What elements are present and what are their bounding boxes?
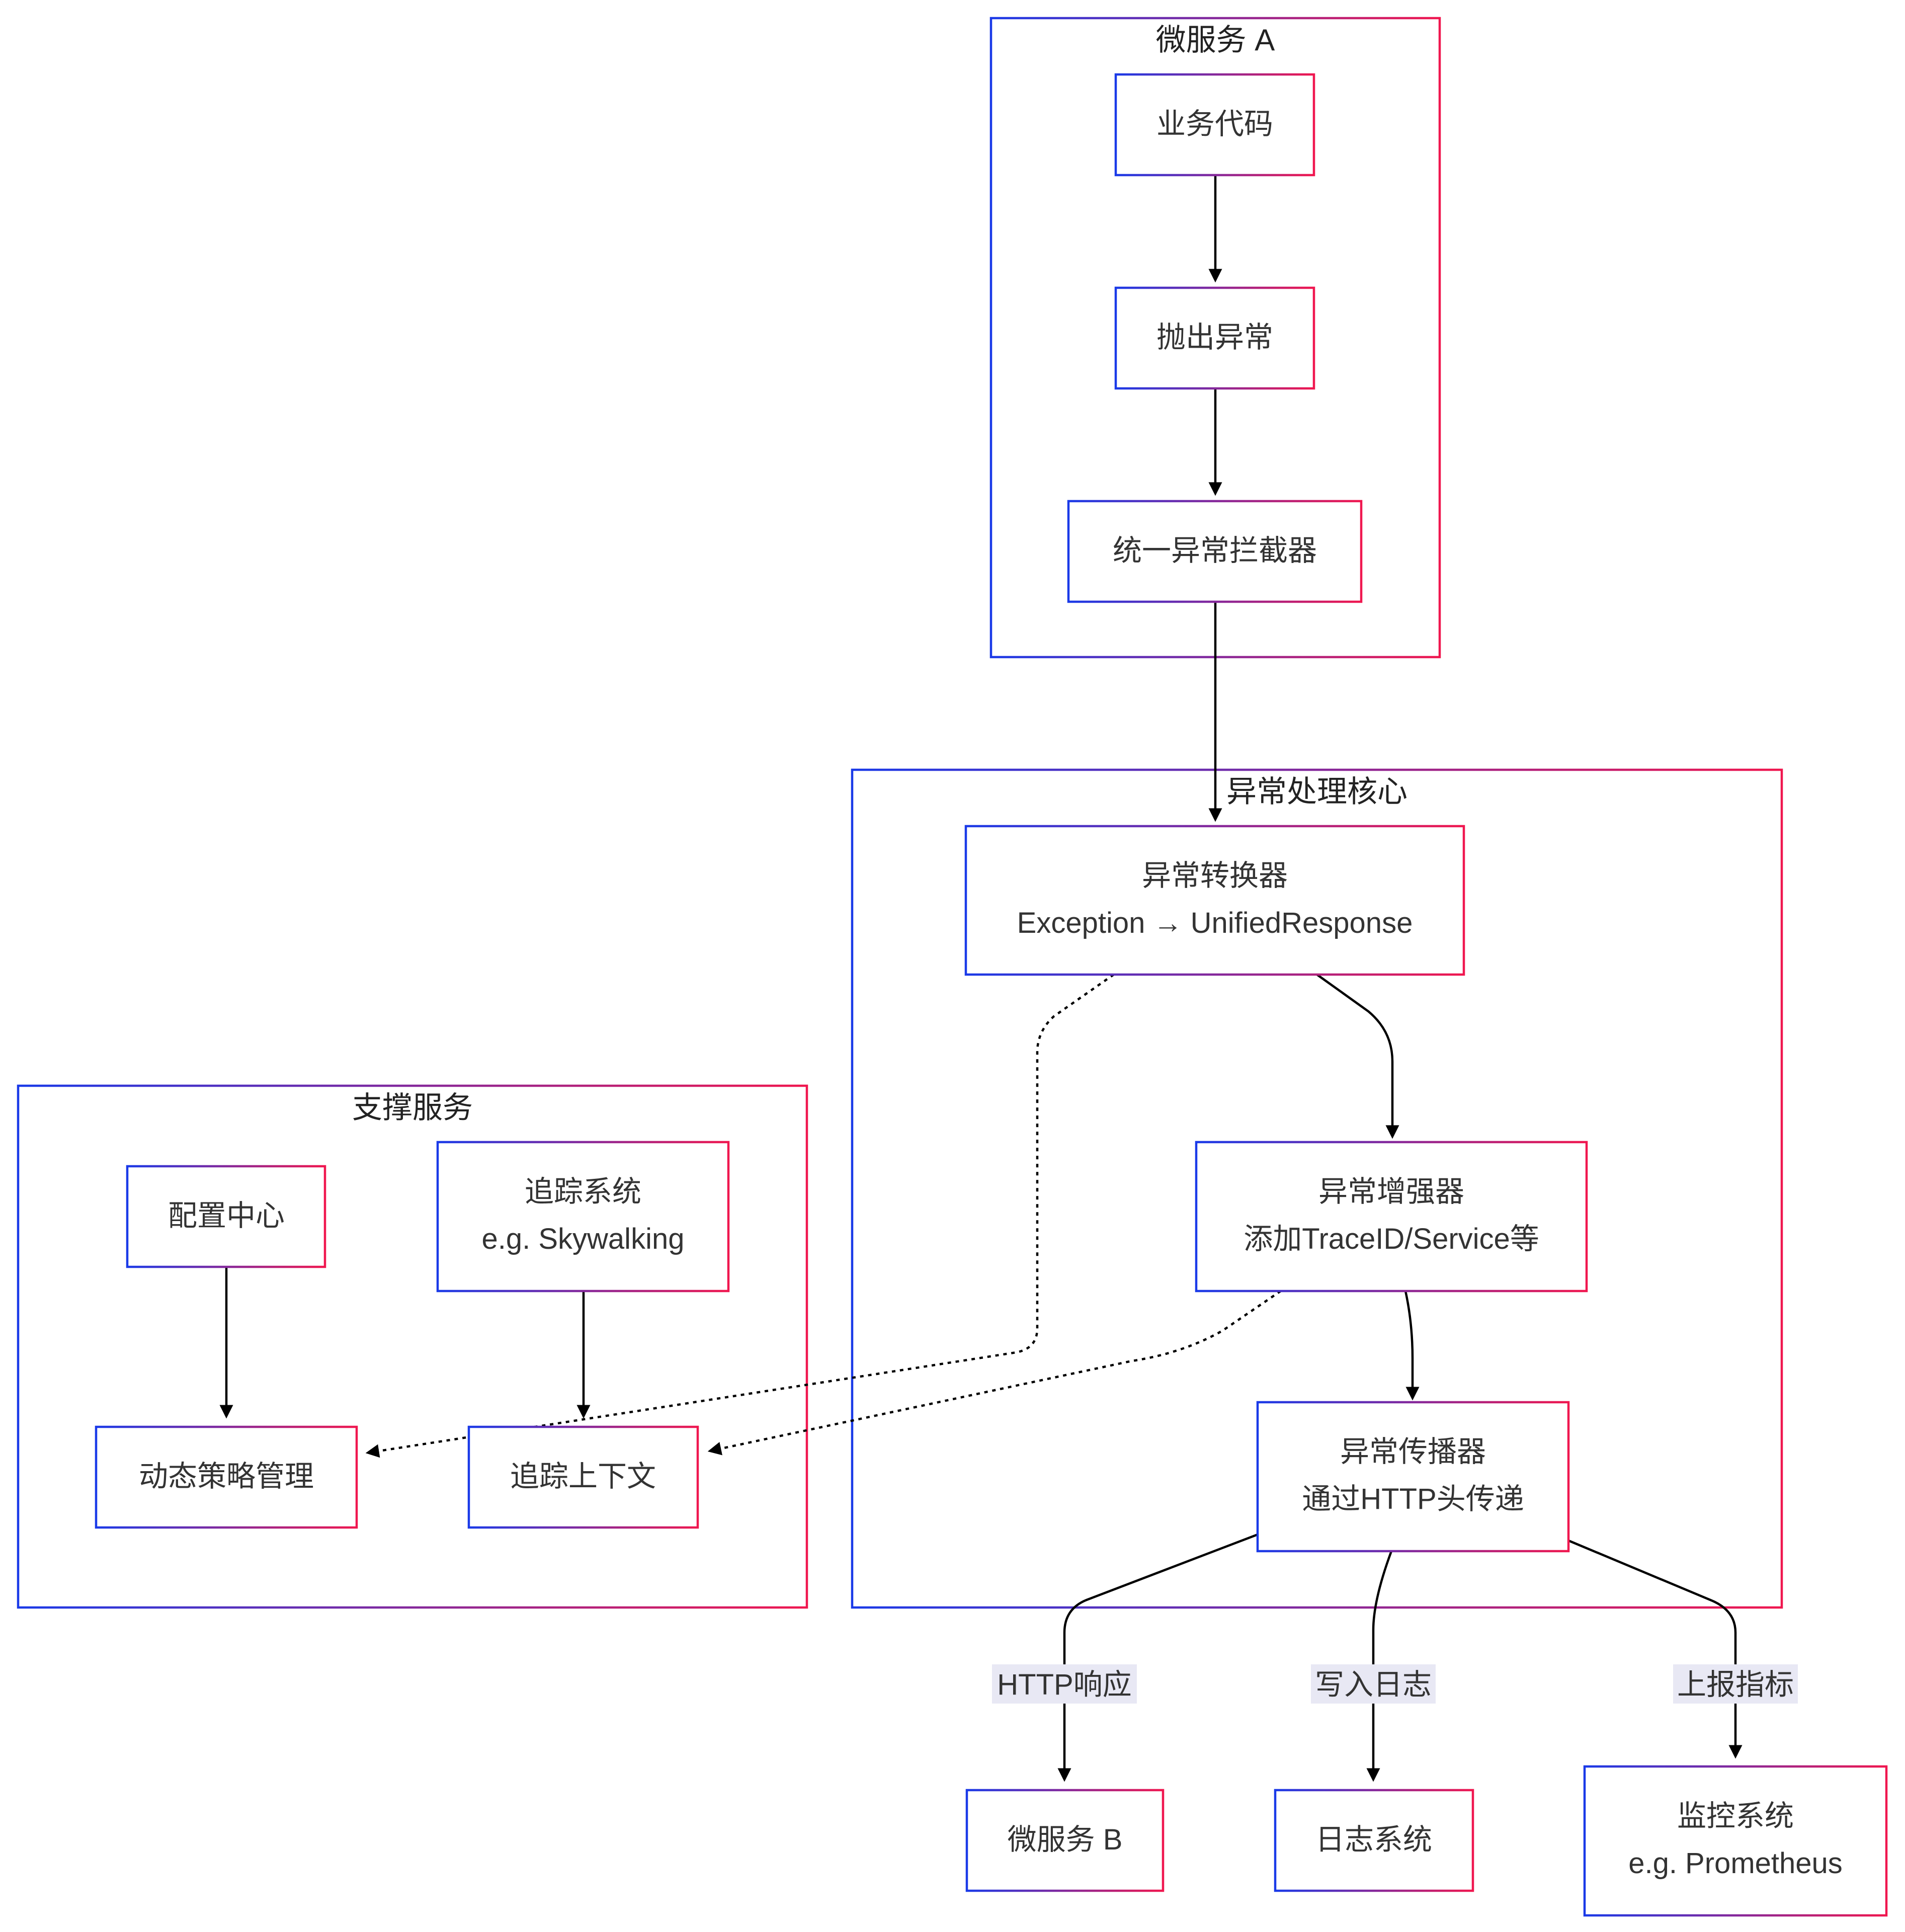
node-monitoring-system: 监控系统 e.g. Prometheus [1583, 1765, 1888, 1917]
node-business-code: 业务代码 [1114, 73, 1315, 177]
node-log-system-line1: 日志系统 [1315, 1823, 1432, 1856]
node-monitoring-system-line1: 监控系统 [1677, 1800, 1794, 1832]
node-tracing-system: 追踪系统 e.g. Skywalking [436, 1141, 730, 1293]
edge-propagator-to-monitoring [1568, 1539, 1743, 1759]
node-monitoring-system-line2: e.g. Prometheus [1628, 1847, 1843, 1880]
cluster-title-support-services: 支撑服务 [352, 1091, 473, 1124]
cluster-support-services: 支撑服务 [17, 1084, 808, 1609]
node-trace-context: 追踪上下文 [467, 1425, 699, 1529]
node-exception-enhancer: 异常增强器 添加TraceID/Service等 [1195, 1141, 1588, 1293]
node-throw-exception-line1: 抛出异常 [1156, 321, 1273, 354]
node-exception-propagator-line1: 异常传播器 [1340, 1435, 1486, 1468]
node-exception-enhancer-line1: 异常增强器 [1318, 1175, 1464, 1208]
edge-enhancer-to-trace-context [707, 1290, 1282, 1456]
node-unified-interceptor: 统一异常拦截器 [1067, 500, 1363, 603]
edge-label-report-metrics: 上报指标 [1673, 1664, 1798, 1704]
edge-label-report-metrics-text: 上报指标 [1677, 1668, 1794, 1701]
edge-enhancer-to-propagator [1404, 1291, 1420, 1401]
edges [219, 175, 1743, 1782]
node-config-center: 配置中心 [126, 1165, 326, 1268]
node-exception-propagator: 异常传播器 通过HTTP头传递 [1256, 1401, 1570, 1553]
edge-converter-to-dynamic-policy [365, 974, 1115, 1458]
edge-converter-to-enhancer [1316, 974, 1399, 1139]
node-exception-enhancer-line2: 添加TraceID/Service等 [1244, 1223, 1539, 1255]
node-microservice-b-line1: 微服务 B [1008, 1823, 1123, 1856]
cluster-title-exception-core: 异常处理核心 [1226, 775, 1407, 809]
node-microservice-b: 微服务 B [965, 1789, 1165, 1892]
cluster-title-microservice-a: 微服务 A [1156, 23, 1275, 57]
node-exception-propagator-line2: 通过HTTP头传递 [1302, 1483, 1524, 1515]
node-exception-converter-line2: Exception → UnifiedResponse [1017, 907, 1413, 939]
node-exception-converter-line1: 异常转换器 [1142, 859, 1288, 892]
edge-label-http-response-text: HTTP响应 [997, 1668, 1131, 1701]
edge-label-write-log: 写入日志 [1311, 1664, 1436, 1704]
edge-label-write-log-text: 写入日志 [1315, 1668, 1432, 1701]
node-unified-interceptor-line1: 统一异常拦截器 [1113, 534, 1317, 567]
node-tracing-system-line1: 追踪系统 [525, 1175, 641, 1208]
node-tracing-system-line2: e.g. Skywalking [482, 1223, 685, 1255]
edge-propagator-to-microservice-b [1057, 1533, 1258, 1782]
cluster-exception-core: 异常处理核心 [851, 768, 1783, 1609]
edge-propagator-to-log-system [1366, 1551, 1393, 1782]
node-config-center-line1: 配置中心 [168, 1199, 285, 1232]
node-log-system: 日志系统 [1274, 1789, 1474, 1892]
node-dynamic-policy-line1: 动态策略管理 [139, 1460, 314, 1493]
node-dynamic-policy: 动态策略管理 [95, 1425, 358, 1529]
node-exception-converter: 异常转换器 Exception → UnifiedResponse [964, 825, 1465, 976]
edge-label-http-response: HTTP响应 [992, 1664, 1137, 1704]
node-business-code-line1: 业务代码 [1156, 108, 1273, 140]
node-trace-context-line1: 追踪上下文 [510, 1460, 656, 1493]
node-throw-exception: 抛出异常 [1114, 286, 1315, 390]
